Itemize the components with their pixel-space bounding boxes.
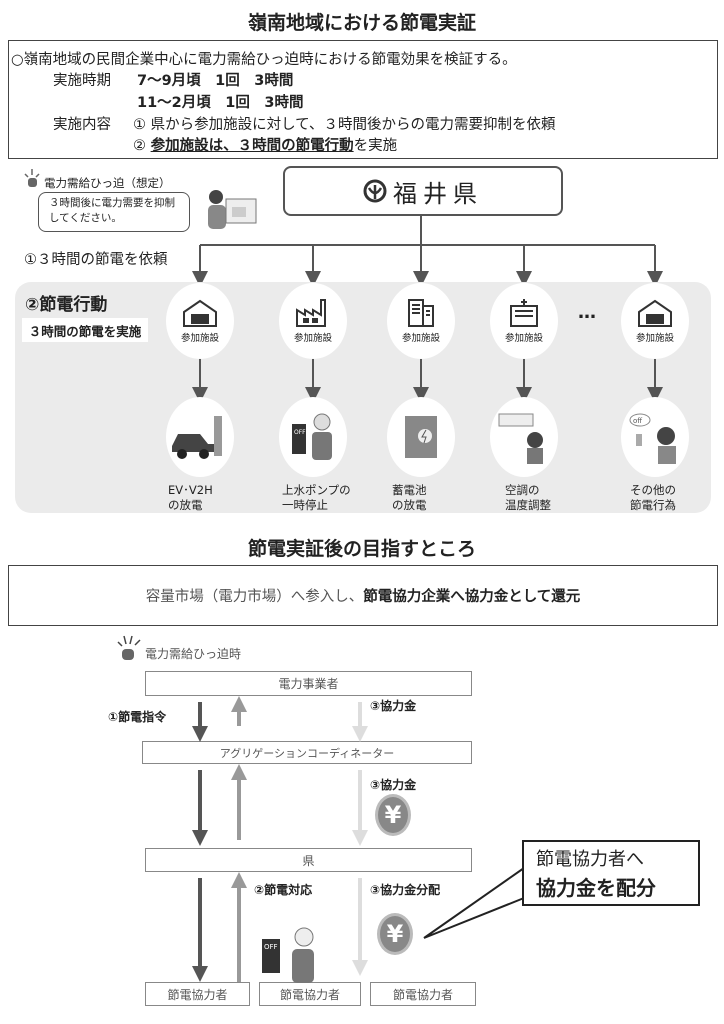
action-line: 空調の xyxy=(505,483,540,497)
action-line: EV･V2H xyxy=(168,483,213,497)
svg-text:OFF: OFF xyxy=(294,429,306,436)
aggregator-box: アグリゲーションコーディネーター xyxy=(142,741,472,764)
worker-switch-off-icon: OFF xyxy=(292,413,332,460)
alert-label-2: 電力需給ひっ迫時 xyxy=(145,647,242,661)
warehouse-icon xyxy=(638,299,672,327)
facility-3: 参加施設 xyxy=(387,283,455,359)
payment-label-1: ③協力金 xyxy=(370,699,417,713)
fukui-prefecture-box: 福井県 xyxy=(283,166,563,216)
overview-box: ○嶺南地域の民間企業中心に電力需給ひっ迫時における節電効果を検証する。 実施時期… xyxy=(8,40,718,159)
alert-siren-icon xyxy=(24,169,40,187)
action-line: 節電行為 xyxy=(630,498,676,512)
worker-switch-off-icon: OFF xyxy=(262,927,314,983)
action-arrows xyxy=(192,355,663,403)
alert-siren-icon xyxy=(117,635,141,660)
alert-label: 電力需給ひっ迫（想定） xyxy=(44,176,171,190)
cooperator-box-3: 節電協力者 xyxy=(370,982,476,1006)
utility-box: 電力事業者 xyxy=(145,671,472,696)
svg-text:OFF: OFF xyxy=(264,943,278,951)
goal-prefix: 容量市場（電力市場）へ参入し、 xyxy=(145,589,364,605)
action-line: 上水ポンプの xyxy=(282,483,351,497)
period-2: 11～2月頃 1回 3時間 xyxy=(137,95,304,111)
action-label-3: 蓄電池の放電 xyxy=(392,483,427,513)
ev-v2h-illustration xyxy=(166,397,234,477)
warehouse-icon xyxy=(183,299,217,327)
prefecture-name: 福井県 xyxy=(393,179,483,208)
callout-line-2: 協力金を配分 xyxy=(536,876,656,900)
facility-label: 参加施設 xyxy=(635,333,674,344)
office-building-icon xyxy=(408,299,434,327)
action-line: 温度調整 xyxy=(505,498,551,512)
goal-bold: 節電協力企業へ協力金として還元 xyxy=(363,589,581,605)
section1-title: 嶺南地域における節電実証 xyxy=(247,12,476,34)
callout-line-1: 節電協力者へ xyxy=(536,849,644,870)
request-arrows xyxy=(192,215,663,287)
other-saving-illustration: off xyxy=(621,397,689,477)
cooperator-box-1: 節電協力者 xyxy=(145,982,250,1006)
action-label-2: 上水ポンプの一時停止 xyxy=(282,483,351,513)
action-line: その他の xyxy=(630,483,676,497)
step1-label: ①３時間の節電を依頼 xyxy=(24,252,168,268)
battery-icon xyxy=(405,416,437,458)
step2-subtitle: ３時間の節電を実施 xyxy=(22,318,148,342)
electric-car-icon xyxy=(172,416,222,459)
facility-label: 参加施設 xyxy=(401,333,440,344)
operator-at-computer-icon xyxy=(208,190,257,229)
summary: ○嶺南地域の民間企業中心に電力需給ひっ迫時における節電効果を検証する。 xyxy=(11,52,517,68)
payment-label-2: ③協力金 xyxy=(370,778,417,792)
speech-bubble: ３時間後に電力需要を抑制してください。 xyxy=(38,192,190,232)
action-line: の放電 xyxy=(168,498,203,512)
action-label-4: 空調の温度調整 xyxy=(505,483,551,513)
goal-box: 容量市場（電力市場）へ参入し、節電協力企業へ協力金として還元 xyxy=(8,565,718,626)
person-switch-off-icon: off xyxy=(629,413,676,464)
callout-box: 節電協力者へ 協力金を配分 xyxy=(522,840,700,906)
action-line: の放電 xyxy=(392,498,427,512)
content-2: ② 参加施設は、３時間の節電行動を実施 xyxy=(133,134,397,155)
action-line: 一時停止 xyxy=(282,498,328,512)
command-label: ①節電指令 xyxy=(108,710,167,724)
facility-label: 参加施設 xyxy=(293,333,332,344)
svg-text:off: off xyxy=(633,417,642,425)
prefecture-box: 県 xyxy=(145,848,472,872)
facility-4: 参加施設 xyxy=(490,283,558,359)
facility-1: 参加施設 xyxy=(166,283,234,359)
content-label: 実施内容 xyxy=(53,117,111,133)
ellipsis: … xyxy=(578,302,596,323)
action-label-5: その他の節電行為 xyxy=(630,483,676,513)
facility-2: 参加施設 xyxy=(279,283,347,359)
content-1: ① 県から参加施設に対して、３時間後からの電力需要抑制を依頼 xyxy=(133,117,556,133)
flow-arrows xyxy=(192,696,368,982)
action-line: 蓄電池 xyxy=(392,483,427,497)
air-conditioner-person-icon xyxy=(498,413,543,464)
response-label: ②節電対応 xyxy=(254,883,313,897)
content-2-prefix: ② xyxy=(133,138,151,154)
step2-title: ②節電行動 xyxy=(25,295,108,315)
facility-5: 参加施設 xyxy=(621,283,689,359)
period-label: 実施時期 xyxy=(53,73,111,89)
water-pump-stop-illustration: OFF xyxy=(279,397,347,477)
hospital-icon xyxy=(510,299,538,327)
callout-tail xyxy=(423,867,525,939)
air-conditioner-illustration xyxy=(490,397,558,477)
storage-battery-illustration xyxy=(387,397,455,477)
period-1: 7～9月頃 1回 3時間 xyxy=(137,73,294,89)
payment-label-3: ③協力金分配 xyxy=(370,883,441,897)
fukui-emblem-icon xyxy=(363,179,387,203)
factory-icon xyxy=(296,299,326,327)
yen-coin-icon: ¥ xyxy=(375,794,411,836)
content-2-suffix: を実施 xyxy=(353,138,398,154)
yen-coin-icon: ¥ xyxy=(377,913,413,955)
content-2-bold: 参加施設は、３時間の節電行動 xyxy=(150,138,354,154)
facility-label: 参加施設 xyxy=(504,333,543,344)
section2-title: 節電実証後の目指すところ xyxy=(247,538,476,560)
facility-label: 参加施設 xyxy=(180,333,219,344)
